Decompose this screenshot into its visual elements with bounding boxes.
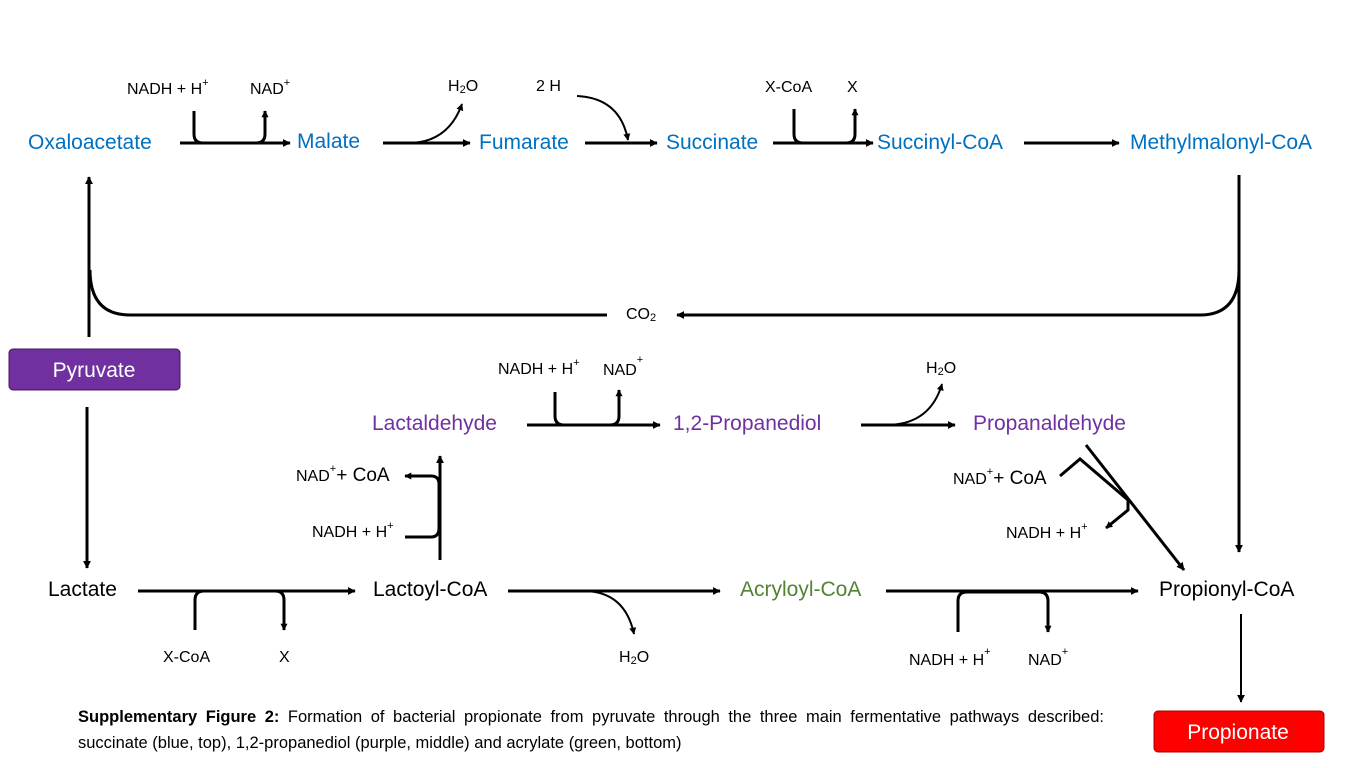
cofactor-nadh-top: NADH + H+ <box>127 77 209 98</box>
metabolite-pyruvate: Pyruvate <box>53 359 136 382</box>
cofactor-co2: CO2 <box>626 306 656 324</box>
cofactor-nad-top: NAD+ <box>250 77 290 98</box>
arrow-propanaldehyde-propionylcoa <box>1084 444 1186 571</box>
cofactor-h2o-bottom: H2O <box>619 649 649 667</box>
cofactor-loop-xcoa-top <box>792 108 859 145</box>
metabolite-propionyl-coa: Propionyl-CoA <box>1159 578 1294 601</box>
cofactor-x-top: X <box>847 79 858 96</box>
propionate-box: Propionate <box>1153 710 1325 753</box>
cofactor-loop-nadh-nad-bottom <box>956 590 1052 633</box>
cofactor-2h: 2 H <box>536 78 561 95</box>
cofactor-loop-nadh-nad-top <box>192 110 269 145</box>
two-h-input <box>576 95 631 141</box>
cofactor-nadh-bottom: NADH + H+ <box>909 646 991 669</box>
metabolite-malate: Malate <box>297 130 360 153</box>
h2o-release-top <box>407 103 464 144</box>
metabolite-oxaloacetate: Oxaloacetate <box>28 131 152 154</box>
cofactor-loop-nad-coa-right <box>1059 457 1130 530</box>
cofactor-h2o-middle: H2O <box>926 360 956 378</box>
cofactor-loop-nadh-nad-middle <box>553 389 623 427</box>
cofactor-xcoa-bottom: X-CoA <box>163 649 210 666</box>
cofactor-nad-bottom: NAD+ <box>1028 646 1068 669</box>
cofactor-xcoa-top: X-CoA <box>765 79 812 96</box>
cofactor-nadh-left: NADH + H+ <box>312 520 394 541</box>
metabolite-succinyl-coa: Succinyl-CoA <box>877 131 1003 154</box>
metabolite-fumarate: Fumarate <box>479 131 569 154</box>
figure-caption: Supplementary Figure 2: Formation of bac… <box>78 704 1104 756</box>
cofactor-x-bottom: X <box>279 649 290 666</box>
cofactor-h2o-top: H2O <box>448 78 478 96</box>
metabolite-methylmalonyl-coa: Methylmalonyl-CoA <box>1130 131 1312 154</box>
metabolite-lactate: Lactate <box>48 578 117 601</box>
cofactor-nadh-middle: NADH + H+ <box>498 357 580 378</box>
h2o-release-bottom <box>584 590 637 635</box>
cofactor-loop-xcoa-bottom <box>193 589 288 631</box>
caption-label: Supplementary Figure 2: <box>78 708 280 726</box>
pyruvate-box: Pyruvate <box>8 348 181 391</box>
h2o-release-middle <box>885 383 944 426</box>
cofactor-nadh-right: NADH + H+ <box>1006 521 1088 542</box>
cofactor-nad-coa-right: NAD++ CoA <box>953 466 1047 489</box>
cofactor-nad-middle: NAD+ <box>603 354 643 379</box>
cofactor-loop-nadh-nad-coa-left <box>404 472 441 539</box>
cofactor-nad-coa-left: NAD++ CoA <box>296 463 390 486</box>
co2-transfer-line-left <box>88 269 607 317</box>
metabolite-acryloyl-coa: Acryloyl-CoA <box>740 578 861 601</box>
co2-transfer-line-right <box>676 269 1241 319</box>
metabolite-lactoyl-coa: Lactoyl-CoA <box>373 578 487 601</box>
metabolite-succinate: Succinate <box>666 131 758 154</box>
metabolite-lactaldehyde: Lactaldehyde <box>372 412 497 435</box>
metabolite-propanaldehyde: Propanaldehyde <box>973 412 1126 435</box>
metabolite-propionate: Propionate <box>1187 721 1289 744</box>
metabolite-propanediol: 1,2-Propanediol <box>673 412 821 435</box>
caption-text: Formation of bacterial propionate from p… <box>78 708 1104 752</box>
